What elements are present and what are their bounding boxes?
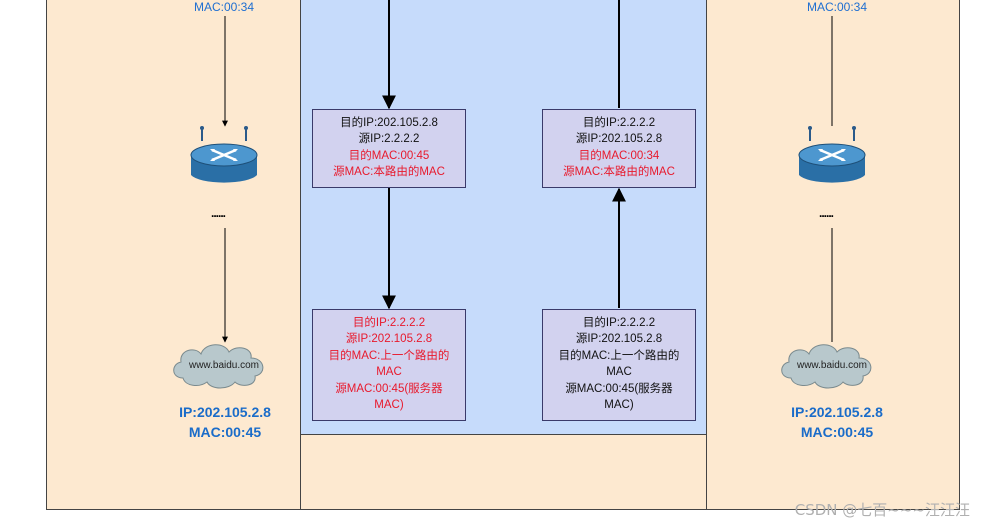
- packet-src-ip: 源IP:202.105.2.8: [575, 333, 663, 346]
- packet-box-top-left: 目的IP:202.105.2.8 源IP:2.2.2.2 目的MAC:00:45…: [312, 109, 466, 188]
- packet-src-mac: 源MAC:00:45(服务器: [565, 382, 673, 395]
- packet-src-ip: 源IP:2.2.2.2: [358, 133, 420, 146]
- packet-dst-mac: 目的MAC:00:34: [578, 149, 660, 162]
- packet-dst-mac: 目的MAC:00:45: [348, 149, 430, 162]
- right-cloud-label: www.baidu.com: [796, 360, 867, 371]
- right-network-panel: [706, 0, 960, 510]
- packet-dst-ip: 目的IP:2.2.2.2: [352, 317, 426, 329]
- packet-dst-ip: 目的IP:2.2.2.2: [582, 317, 656, 329]
- packet-dst-ip: 目的IP:2.2.2.2: [582, 117, 656, 129]
- packet-dst-mac-cont: MAC: [606, 366, 632, 379]
- cloud-icon: www.baidu.com: [173, 344, 264, 389]
- packet-src-ip: 源IP:202.105.2.8: [575, 133, 663, 146]
- packet-src-ip: 源IP:202.105.2.8: [345, 333, 433, 346]
- packet-src-mac: 源MAC:00:45(服务器: [335, 382, 443, 395]
- packet-src-mac: 源MAC:本路由的MAC: [563, 166, 675, 179]
- right-host-info: IP:202.105.2.8 MAC:00:45: [767, 402, 907, 442]
- watermark: CSDN @七百~~~汪汪汪: [794, 501, 970, 519]
- left-dots: ......: [211, 206, 226, 220]
- left-host-info: IP:202.105.2.8 MAC:00:45: [155, 402, 295, 442]
- left-host-ip: IP:202.105.2.8: [179, 404, 271, 420]
- packet-box-bottom-right: 目的IP:2.2.2.2 源IP:202.105.2.8 目的MAC:上一个路由…: [542, 309, 696, 421]
- packet-dst-mac-cont: MAC: [376, 366, 402, 379]
- left-network-panel: [46, 0, 301, 510]
- packet-dst-ip: 目的IP:202.105.2.8: [340, 117, 438, 129]
- packet-box-bottom-left: 目的IP:2.2.2.2 源IP:202.105.2.8 目的MAC:上一个路由…: [312, 309, 466, 421]
- packet-dst-mac: 目的MAC:上一个路由的: [558, 349, 680, 362]
- right-host-mac: MAC:00:45: [800, 424, 874, 440]
- left-cloud-label: www.baidu.com: [188, 360, 259, 371]
- packet-src-mac: 源MAC:本路由的MAC: [333, 166, 445, 179]
- right-host-ip: IP:202.105.2.8: [791, 404, 883, 420]
- right-dots: ......: [819, 206, 834, 220]
- packet-dst-mac: 目的MAC:上一个路由的: [328, 349, 450, 362]
- packet-src-mac-cont: MAC): [604, 399, 634, 412]
- router-icon: [798, 126, 866, 183]
- packet-box-top-right: 目的IP:2.2.2.2 源IP:202.105.2.8 目的MAC:00:34…: [542, 109, 696, 188]
- router-icon: [190, 126, 258, 183]
- packet-src-mac-cont: MAC): [374, 399, 404, 412]
- left-host-mac: MAC:00:45: [188, 424, 262, 440]
- left-top-mac: MAC:00:34: [193, 0, 255, 14]
- cloud-icon: www.baidu.com: [781, 344, 872, 389]
- right-top-mac: MAC:00:34: [806, 0, 868, 14]
